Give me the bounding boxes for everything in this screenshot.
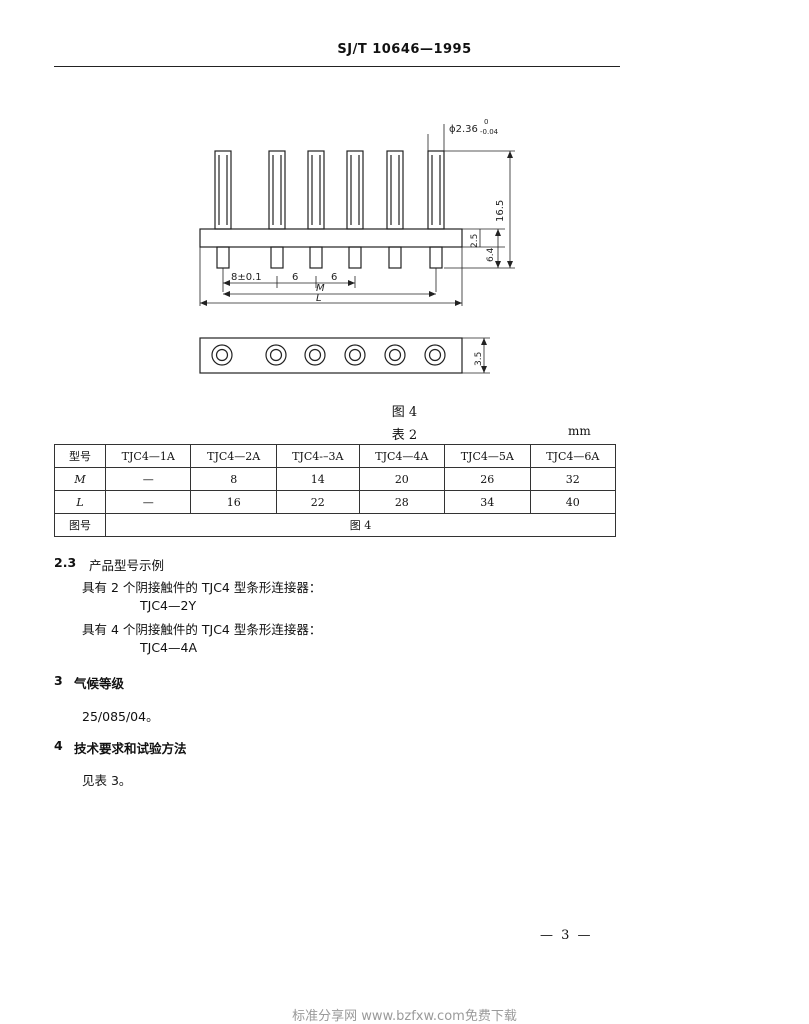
figure-caption: 图 4: [391, 405, 418, 420]
pin: [427, 150, 445, 230]
connector-body-top: [199, 337, 463, 374]
pins-front: [214, 150, 445, 269]
row-label: L: [54, 490, 106, 514]
table-unit: mm: [568, 424, 591, 438]
table-cell: 8: [190, 467, 277, 491]
header-label: 型号: [54, 444, 106, 468]
connector-drawing: ϕ2.36 0 -0.04 16.5 2.5 6.4 8±0.1 6 6 M L…: [199, 118, 515, 374]
pin: [386, 150, 404, 230]
section-2-3-number: 2.3: [54, 555, 77, 570]
model-cell: TJC4—5A: [444, 444, 531, 468]
table-cell: —: [104, 467, 192, 491]
table-cell: 40: [529, 490, 617, 514]
pin: [268, 150, 286, 230]
table-cell: 32: [529, 467, 617, 491]
table-cell: 14: [275, 467, 360, 491]
pin: [214, 150, 232, 230]
watermark: 标准分享网 www.bzfxw.com免费下载: [292, 1009, 517, 1024]
model-cell: TJC4—2A: [190, 444, 277, 468]
socket-holes: [211, 344, 446, 366]
dim-height-base: 2.5: [470, 234, 480, 248]
table-cell: 16: [190, 490, 277, 514]
table-row: L — 16 22 28 34 40: [54, 490, 617, 514]
dim-pin-tol-upper: 0: [484, 118, 488, 126]
header-standard-number: SJ/T 10646—1995: [337, 42, 472, 57]
table-row: 图号 图 4: [54, 513, 616, 537]
model-cell: TJC4—1A: [104, 444, 192, 468]
table-cell: 26: [444, 467, 531, 491]
spec-table: 型号 TJC4—1A TJC4—2A TJC4-–3A TJC4—4A TJC4…: [54, 444, 617, 537]
dim-first-pitch: 8±0.1: [231, 272, 262, 283]
section-2-3-line2: 具有 4 个阴接触件的 TJC4 型条形连接器：: [82, 622, 322, 637]
dim-pitch-1: 6: [292, 272, 298, 283]
row-label: M: [54, 467, 106, 491]
figure-row-label: 图号: [54, 513, 106, 537]
page-number: — 3 —: [540, 928, 593, 943]
section-2-3-example1: TJC4—2Y: [140, 598, 197, 613]
dim-pin-diameter: ϕ2.36: [449, 124, 478, 135]
model-cell: TJC4—4A: [358, 444, 446, 468]
section-2-3-title: 产品型号示例: [89, 558, 165, 573]
table-cell: 34: [444, 490, 531, 514]
pin: [307, 150, 325, 230]
dim-label-M: M: [316, 283, 325, 294]
section-2-3-example2: TJC4—4A: [140, 640, 198, 655]
section-4-text: 见表 3。: [82, 773, 132, 788]
figure-ref-cell: 图 4: [105, 513, 616, 537]
table-cell: —: [104, 490, 192, 514]
model-cell: TJC4-–3A: [275, 444, 360, 468]
section-4-number: 4: [54, 738, 63, 753]
table-caption: 表 2: [391, 428, 418, 443]
header-rule: [54, 66, 620, 67]
section-3-text: 25/085/04。: [82, 709, 159, 724]
section-2-3-line1: 具有 2 个阴接触件的 TJC4 型条形连接器：: [82, 580, 322, 595]
section-4-title: 技术要求和试验方法: [74, 741, 187, 756]
pin: [346, 150, 364, 230]
table-header-row: 型号 TJC4—1A TJC4—2A TJC4-–3A TJC4—4A TJC4…: [54, 444, 617, 468]
dim-pin-tol-lower: -0.04: [480, 128, 499, 136]
dim-width: 3.5: [474, 352, 484, 366]
table-cell: 20: [358, 467, 446, 491]
table-row: M — 8 14 20 26 32: [54, 467, 617, 491]
section-3-title: 气候等级: [74, 676, 125, 691]
dim-label-L: L: [316, 293, 322, 304]
table-cell: 28: [358, 490, 446, 514]
connector-body-front: [199, 228, 463, 248]
dim-height-total: 16.5: [495, 200, 506, 222]
dim-pitch-2: 6: [331, 272, 337, 283]
model-cell: TJC4—6A: [529, 444, 617, 468]
section-3-number: 3: [54, 673, 63, 688]
dim-height-lower: 6.4: [486, 247, 496, 262]
table-cell: 22: [275, 490, 360, 514]
